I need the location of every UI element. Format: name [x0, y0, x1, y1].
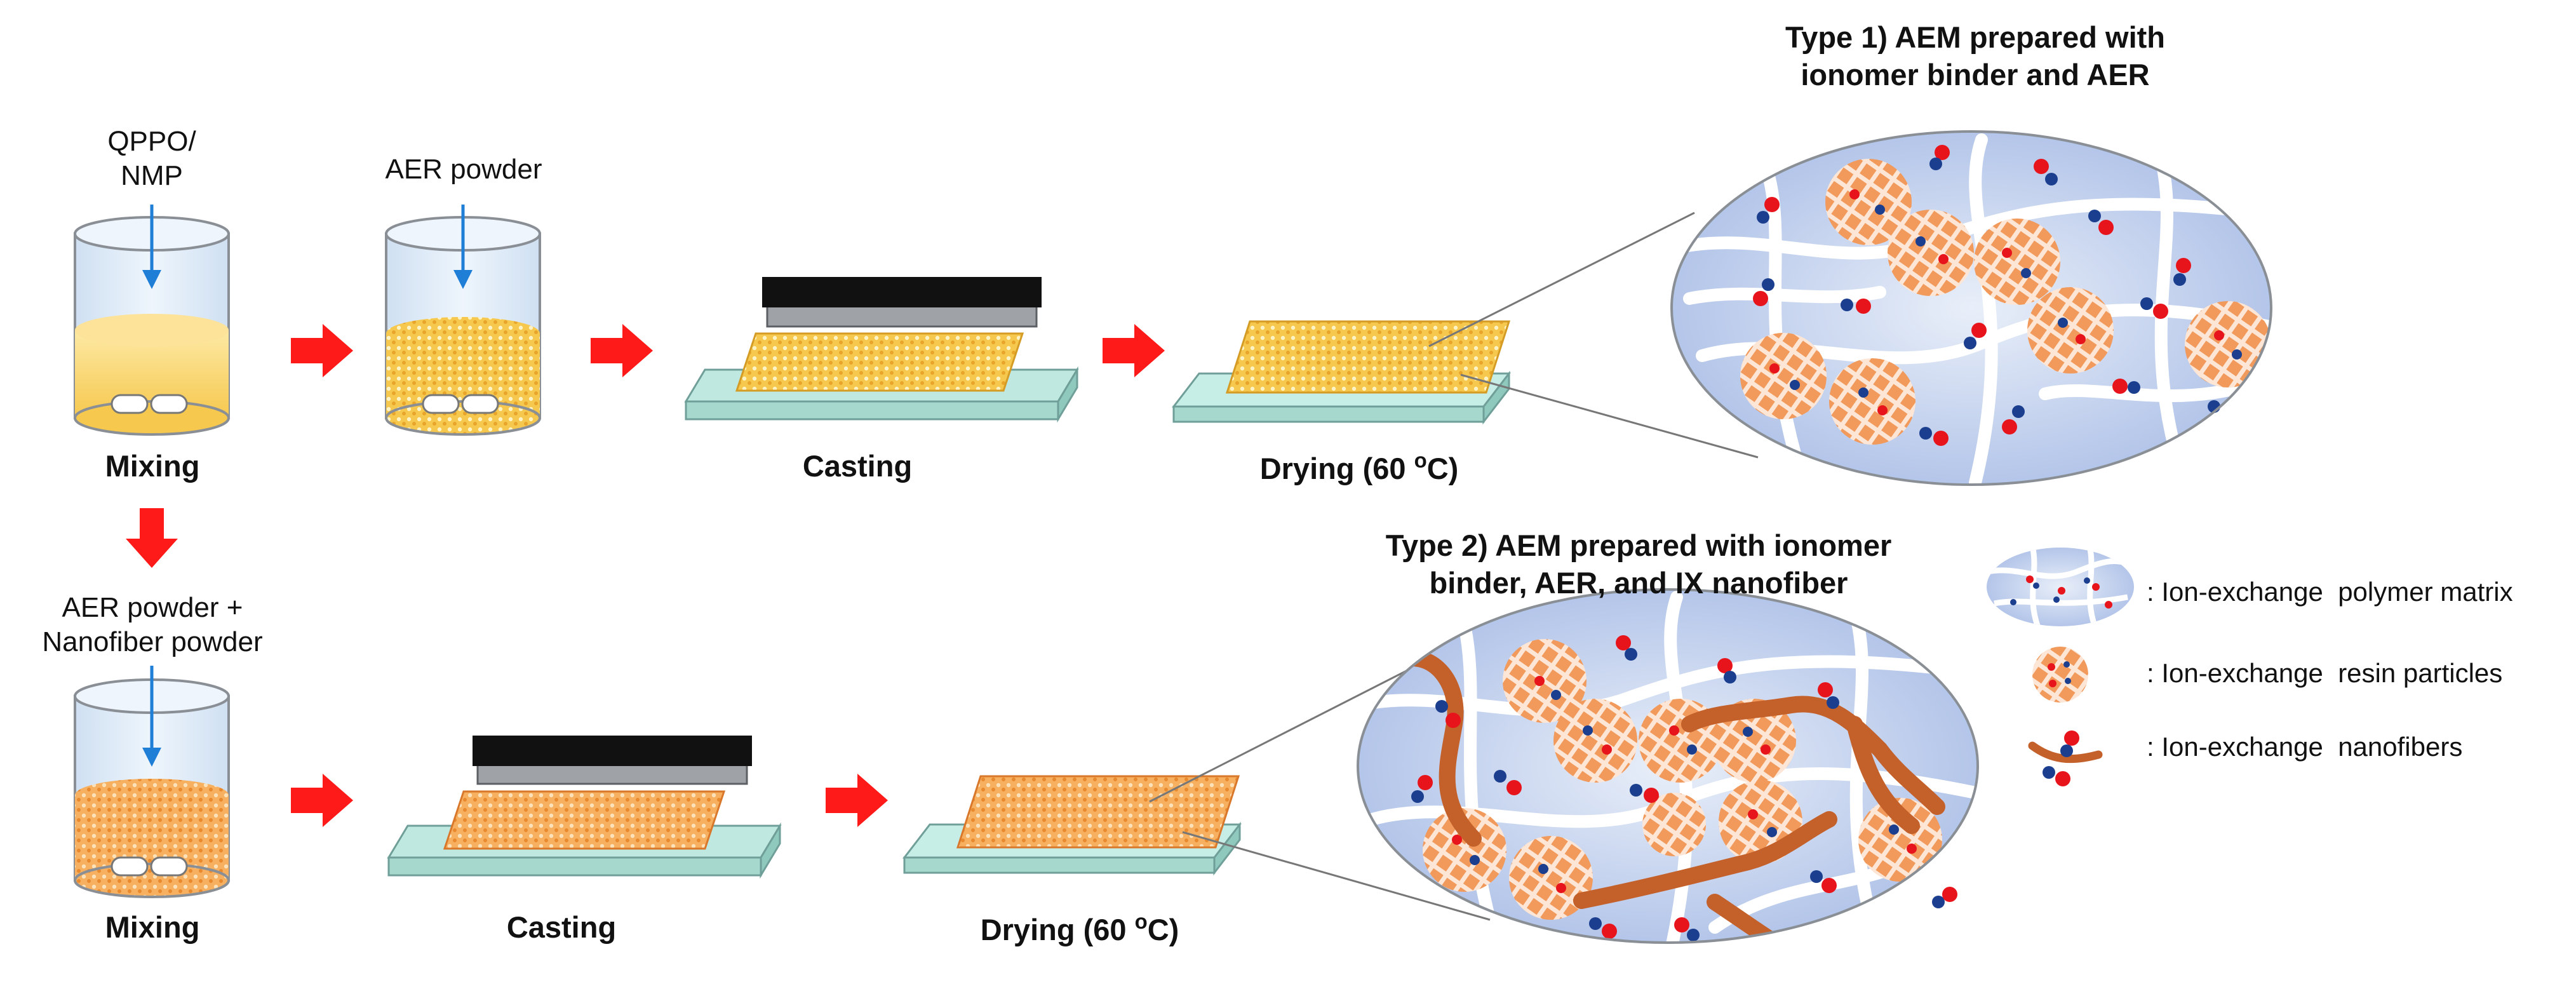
- step-drying-2: Drying (60 oC): [980, 910, 1179, 947]
- arrow-down-red-icon: [126, 508, 178, 568]
- resin-particles: [1740, 159, 2271, 445]
- type1-membrane-zoom: [1670, 130, 2272, 486]
- step-mixing-1: Mixing: [105, 449, 200, 483]
- legend-resin-icon: [2032, 647, 2088, 703]
- input-aer-powder-label: AER powder: [385, 154, 542, 185]
- legend-matrix-label: : Ion-exchange polymer matrix: [2147, 577, 2513, 607]
- casting-setup-1: [684, 277, 1079, 423]
- arrow-right-icon: [291, 324, 353, 377]
- type2-title: Type 2) AEM prepared with ionomer binder…: [1385, 528, 1892, 600]
- legend-matrix-icon: [1987, 548, 2134, 626]
- legend-resin-label: : Ion-exchange resin particles: [2147, 658, 2503, 688]
- ion-dots: [1411, 635, 1957, 941]
- input-aer-nanofiber-label: AER powder + Nanofiber powder: [42, 592, 263, 657]
- drying-film-1: [1171, 320, 1512, 425]
- drying-film-2: [902, 775, 1242, 876]
- arrow-right-icon: [291, 774, 353, 827]
- type2-membrane-zoom: [1357, 588, 1979, 944]
- step-drying-1: Drying (60 oC): [1259, 448, 1459, 486]
- type1-title: Type 1) AEM prepared with ionomer binder…: [1785, 20, 2166, 91]
- step-casting-2: Casting: [506, 910, 617, 944]
- casting-setup-2: [387, 736, 782, 879]
- arrow-right-icon: [1103, 324, 1165, 377]
- resin-particles: [1423, 639, 1942, 920]
- step-casting-1: Casting: [802, 449, 913, 483]
- arrow-right-icon: [826, 774, 888, 827]
- input-qppo-nmp-label: QPPO/ NMP: [107, 126, 196, 191]
- legend-nanofiber-label: : Ion-exchange nanofibers: [2147, 732, 2463, 762]
- arrow-right-icon: [591, 324, 653, 377]
- stir-bar-icon: [111, 394, 149, 414]
- ion-dots: [1753, 145, 2242, 446]
- legend-nanofiber-icon: [2028, 730, 2103, 786]
- step-mixing-2: Mixing: [105, 910, 200, 944]
- beaker-aer-nanofiber: [74, 678, 230, 898]
